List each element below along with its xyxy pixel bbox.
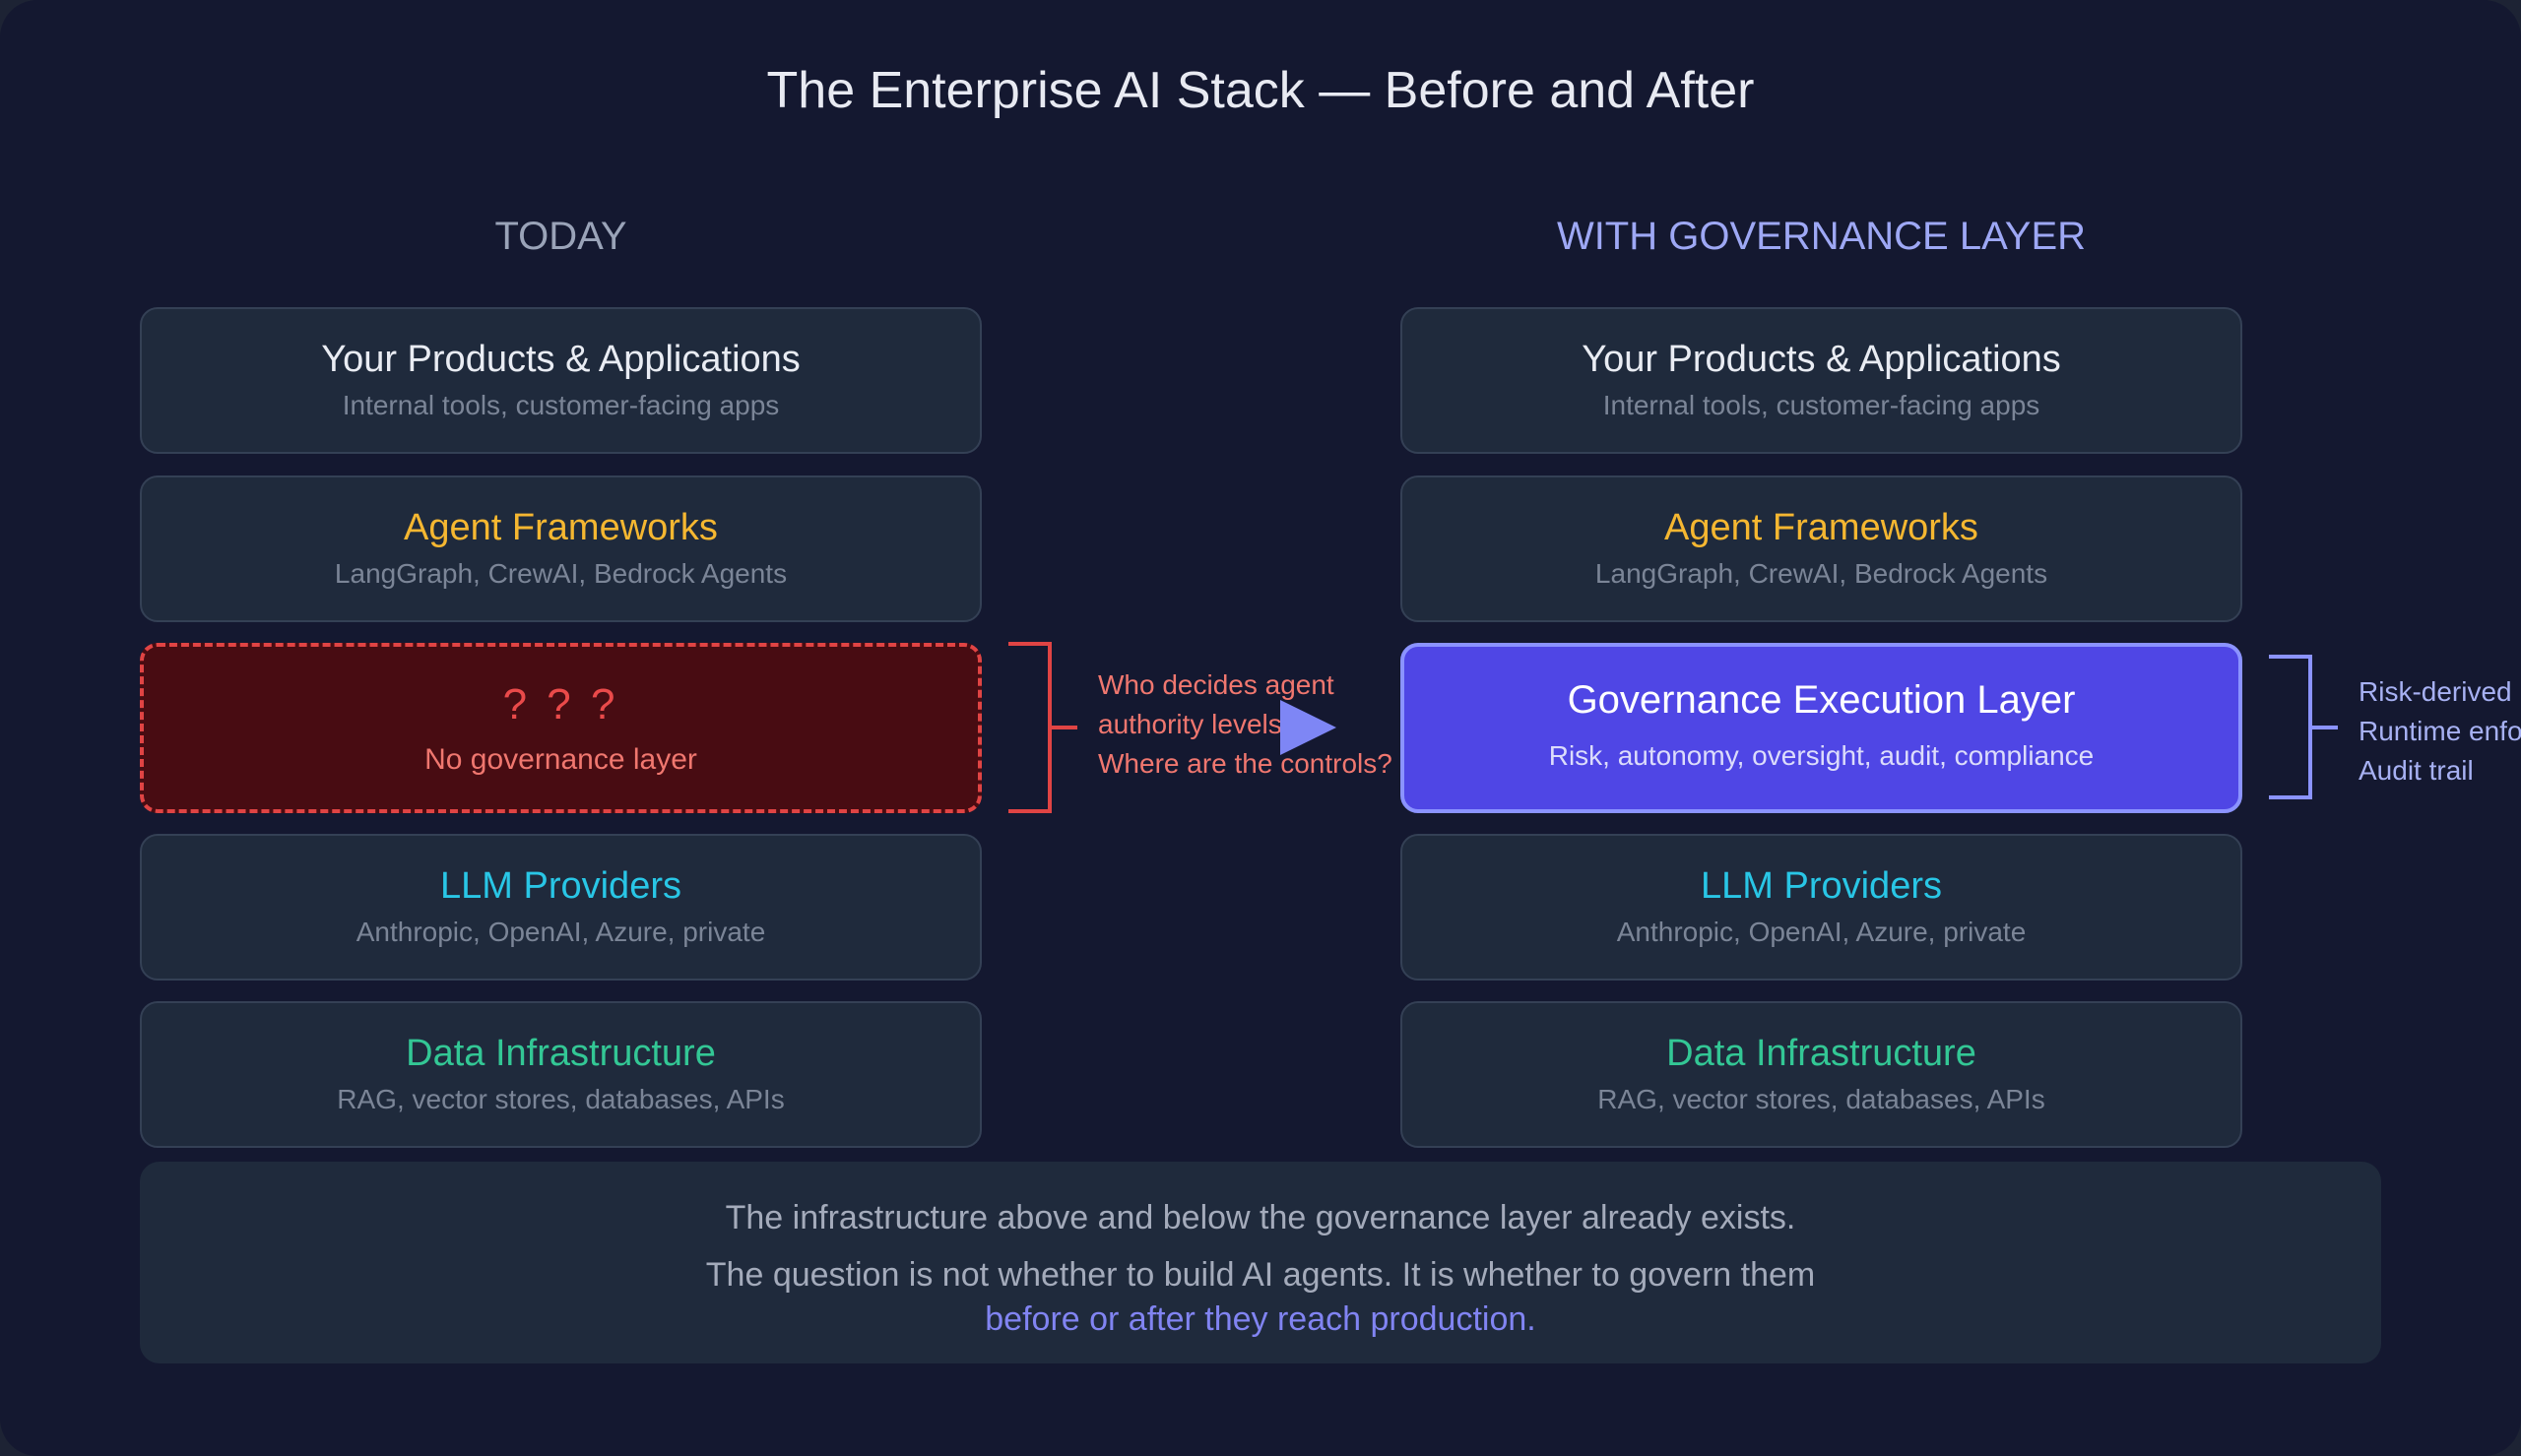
feature-line: Risk-derived: [2359, 676, 2512, 707]
left-products-box: Your Products & Applications Internal to…: [140, 307, 982, 454]
question-marks: ? ? ?: [502, 680, 619, 728]
left-frameworks-subtitle: LangGraph, CrewAI, Bedrock Agents: [334, 558, 788, 589]
right-data-subtitle: RAG, vector stores, databases, APIs: [1597, 1084, 2045, 1114]
left-llm-box: LLM Providers Anthropic, OpenAI, Azure, …: [140, 834, 982, 981]
right-products-box: Your Products & Applications Internal to…: [1400, 307, 2242, 454]
summary-line-2: The question is not whether to build AI …: [705, 1256, 1816, 1294]
right-frameworks-subtitle: LangGraph, CrewAI, Bedrock Agents: [1594, 558, 2048, 589]
right-frameworks-box: Agent Frameworks LangGraph, CrewAI, Bedr…: [1400, 475, 2242, 622]
right-llm-box: LLM Providers Anthropic, OpenAI, Azure, …: [1400, 834, 2242, 981]
left-products-title: Your Products & Applications: [321, 339, 801, 380]
left-data-title: Data Infrastructure: [406, 1033, 716, 1074]
missing-governance-box: ? ? ? No governance layer: [140, 643, 982, 813]
right-arrow-icon: [1280, 700, 1336, 755]
governance-layer-title: Governance Execution Layer: [1567, 678, 2076, 722]
feature-line: Audit trail: [2359, 755, 2474, 786]
governance-layer-subtitle: Risk, autonomy, oversight, audit, compli…: [1548, 740, 2095, 771]
right-data-box: Data Infrastructure RAG, vector stores, …: [1400, 1001, 2242, 1148]
column-heading-governance: WITH GOVERNANCE LAYER: [1556, 215, 2087, 258]
summary-line-1: The infrastructure above and below the g…: [725, 1199, 1796, 1236]
right-products-title: Your Products & Applications: [1582, 339, 2061, 380]
governance-layer-box: Governance Execution Layer Risk, autonom…: [1400, 643, 2242, 813]
summary-line-3: before or after they reach production.: [985, 1300, 1536, 1338]
column-heading-today: TODAY: [494, 215, 627, 258]
question-line: authority levels: [1098, 709, 1282, 739]
question-line: Who decides agent: [1098, 669, 1334, 700]
governance-features-note: Risk-derived Runtime enfo Audit trail: [2359, 672, 2521, 791]
feature-line: Runtime enfo: [2359, 716, 2521, 746]
left-products-subtitle: Internal tools, customer-facing apps: [342, 390, 780, 420]
left-frameworks-title: Agent Frameworks: [404, 507, 718, 548]
question-line: Where are the controls?: [1098, 748, 1392, 779]
left-frameworks-box: Agent Frameworks LangGraph, CrewAI, Bedr…: [140, 475, 982, 622]
right-frameworks-title: Agent Frameworks: [1664, 507, 1978, 548]
left-llm-title: LLM Providers: [440, 865, 681, 907]
missing-governance-label: No governance layer: [424, 743, 697, 776]
diagram-title: The Enterprise AI Stack — Before and Aft…: [766, 62, 1755, 119]
left-data-subtitle: RAG, vector stores, databases, APIs: [337, 1084, 785, 1114]
right-llm-subtitle: Anthropic, OpenAI, Azure, private: [1616, 917, 2027, 947]
left-data-box: Data Infrastructure RAG, vector stores, …: [140, 1001, 982, 1148]
open-questions-note: Who decides agent authority levels Where…: [1098, 665, 1392, 784]
summary-panel: The infrastructure above and below the g…: [140, 1162, 2381, 1363]
right-products-subtitle: Internal tools, customer-facing apps: [1602, 390, 2040, 420]
right-data-title: Data Infrastructure: [1666, 1033, 1976, 1074]
right-llm-title: LLM Providers: [1701, 865, 1942, 907]
left-llm-subtitle: Anthropic, OpenAI, Azure, private: [356, 917, 766, 947]
